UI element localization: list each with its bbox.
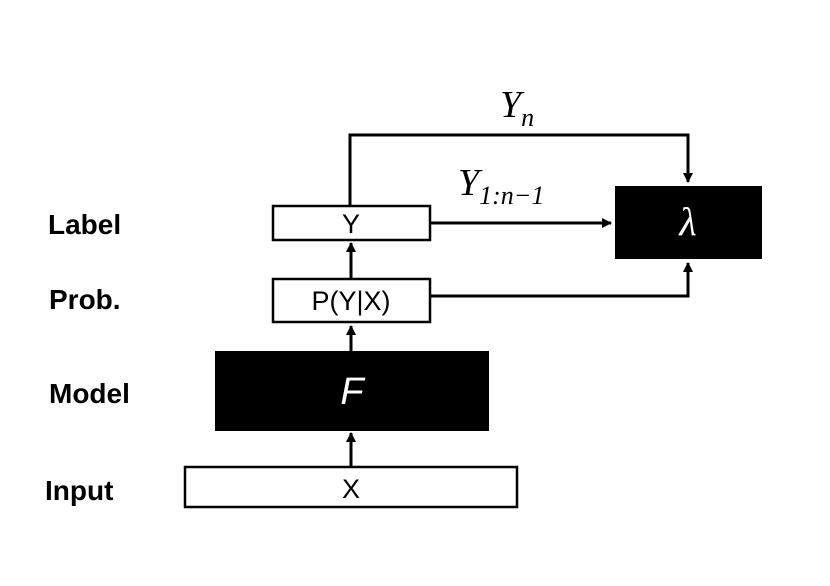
edge-label-y-1-n-minus-1-sub: 1:n−1 xyxy=(479,181,544,210)
row-label-input: Input xyxy=(45,475,113,506)
edge-label-y-n-main: Y xyxy=(500,84,525,126)
label-box-text: Y xyxy=(342,209,360,239)
model-box xyxy=(215,351,489,431)
edge-label-y-1-n-minus-1-main: Y xyxy=(458,162,483,204)
arrow-prob-to-lambda xyxy=(430,262,693,298)
edge-label-y-n-sub: n xyxy=(521,103,534,132)
input-box-text: X xyxy=(342,474,360,504)
row-label-label: Label xyxy=(48,209,121,240)
row-label-model: Model xyxy=(49,378,130,409)
lambda-box xyxy=(615,186,762,259)
edge-label-y-n: Yn xyxy=(500,84,534,132)
model-box-text: F xyxy=(340,371,365,413)
arrow-label-to-lambda-top xyxy=(348,133,693,206)
input-box xyxy=(183,465,519,509)
row-label-prob: Prob. xyxy=(49,284,121,315)
edge-label-y-1-n-minus-1: Y1:n−1 xyxy=(458,162,544,210)
prob-box xyxy=(271,277,432,324)
lambda-box-text: λ xyxy=(678,199,696,244)
prob-box-text: P(Y|X) xyxy=(311,286,390,316)
